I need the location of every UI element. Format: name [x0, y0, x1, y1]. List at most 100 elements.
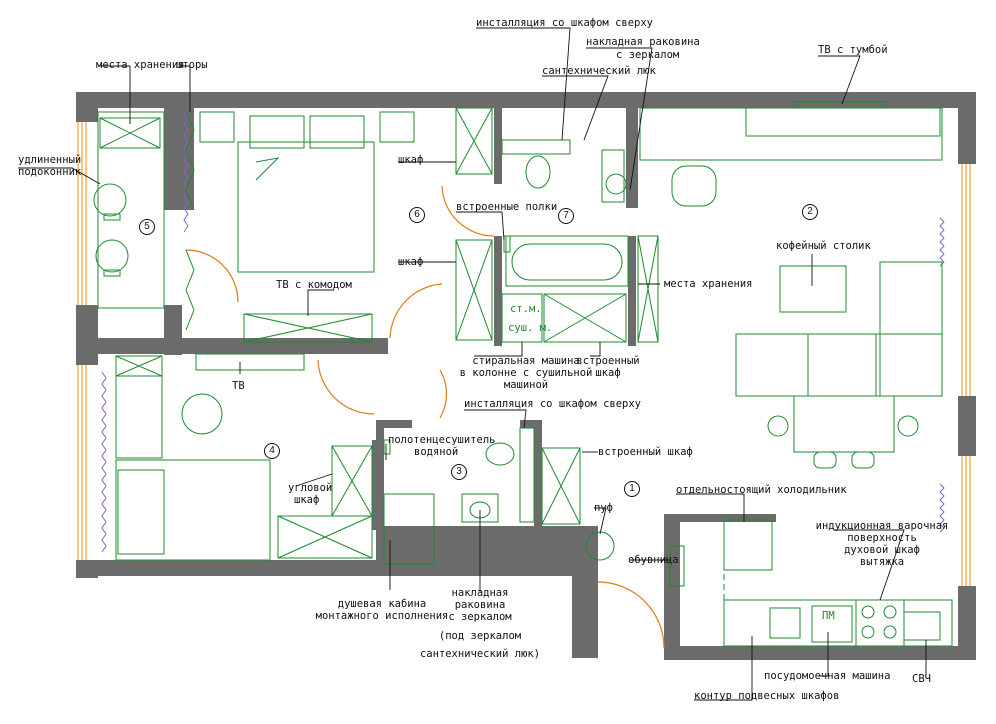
- wall-right-bot: [958, 586, 976, 658]
- leader-lines: [18, 27, 927, 701]
- room-number-5: 5: [139, 219, 155, 235]
- room-number-7: 7: [558, 208, 574, 224]
- builtin-wardrobe-hall: [541, 447, 581, 525]
- wall-bottom-right: [664, 646, 976, 660]
- wardrobe-zigzag: [185, 111, 195, 211]
- nightstand-1: [199, 111, 235, 143]
- label-sink-bot-2: раковина: [454, 599, 506, 611]
- tv-b4: [195, 353, 305, 371]
- label-wardrobe-2: шкаф: [398, 256, 424, 268]
- wall-b6-b7-low: [494, 236, 502, 346]
- label-sink-top-1: накладная раковина: [586, 36, 700, 48]
- builtin-wardrobe-b7: [543, 293, 627, 343]
- toilet-b3: [485, 442, 515, 466]
- wall-top: [76, 92, 976, 108]
- label-builtin-wardrobe-1: встроенный: [576, 355, 640, 367]
- label-shower-1: душевая кабина: [337, 598, 427, 610]
- chair-loggia-1: [93, 183, 127, 217]
- dining-table: [793, 395, 895, 453]
- armchair-living: [671, 165, 717, 207]
- fridge: [723, 519, 773, 571]
- label-fridge: отдельностоящий холодильник: [676, 484, 847, 496]
- sink-b7: [605, 173, 627, 195]
- label-storage-mid: места хранения: [664, 278, 753, 290]
- door-bedroom-4: [317, 359, 375, 415]
- coffee-table: [779, 265, 847, 313]
- builtin-shelves: [503, 235, 511, 253]
- wall-left-top: [76, 92, 98, 122]
- wall-kitchen-left: [664, 514, 680, 660]
- door-loggia: [185, 249, 239, 303]
- wall-b3-right: [534, 420, 542, 526]
- dishwasher: [811, 605, 853, 643]
- towel-warmer: [383, 439, 391, 455]
- label-hob-2: поверхность: [847, 532, 917, 544]
- label-towel-1: полотенцесушитель: [388, 434, 496, 446]
- label-install-top: инсталляция со шкафом сверху: [476, 17, 654, 29]
- door-bathroom-7: [441, 185, 495, 237]
- label-dishwasher: посудомоечная машина: [764, 670, 891, 682]
- label-pouf: пуф: [594, 502, 613, 514]
- label-coffee-table: кофейный столик: [776, 240, 871, 252]
- pillow-1: [249, 115, 305, 149]
- label-sill-2: подоконник: [18, 166, 82, 178]
- install-b7: [501, 139, 571, 155]
- label-washer-2: в колонне с сушильной: [459, 367, 593, 379]
- wall-kitchen-top: [664, 514, 776, 522]
- label-hob-1: индукционная варочная: [815, 520, 949, 532]
- microwave: [903, 611, 941, 641]
- label-microwave: СВЧ: [912, 673, 931, 685]
- window-right-top: [961, 164, 971, 396]
- wall-bedrooms: [98, 338, 388, 354]
- shower-cabin: [383, 493, 435, 565]
- label-tv: ТВ: [232, 380, 245, 392]
- washer-column: [501, 293, 543, 343]
- window-left-top: [77, 122, 87, 305]
- wardrobe-b6-top: [455, 107, 493, 175]
- label-shower-2: монтажного исполнения: [315, 610, 449, 622]
- wall-b3-top2: [520, 420, 538, 428]
- label-hob-3: духовой шкаф: [844, 544, 920, 556]
- wall-bath-bottom: [378, 526, 598, 576]
- label-hatch-top: сантехнический люк: [542, 65, 656, 77]
- curtain-living-bottom: [939, 483, 945, 533]
- wall-b7-right-2: [628, 236, 636, 346]
- door-entrance: [597, 581, 665, 649]
- pillow-2: [309, 115, 365, 149]
- wardrobe-b6-mid: [455, 239, 493, 341]
- wall-b3-top: [376, 420, 412, 428]
- label-cabinets-outline: контур подвесных шкафов: [694, 690, 840, 702]
- label-corner-2: шкаф: [294, 494, 320, 506]
- storage-mid: [637, 235, 659, 343]
- label-dryer-abbr: суш. м.: [508, 322, 553, 334]
- label-curtains: шторы: [176, 59, 208, 71]
- furniture: [93, 101, 953, 647]
- kitchen-counter: [723, 599, 953, 647]
- wall-bottom-left: [76, 560, 380, 576]
- label-washer-abbr: ст.м.: [510, 303, 542, 315]
- label-builtin-wardrobe-2: шкаф: [595, 367, 621, 379]
- curtain-living-top: [939, 217, 945, 267]
- bed-4: [115, 459, 271, 561]
- cabinet-outline: [723, 519, 772, 600]
- label-builtin-wardrobe-hall: встроенный шкаф: [598, 446, 693, 458]
- nightstand-2: [379, 111, 415, 143]
- windows: [77, 122, 971, 586]
- wall-b4-right: [372, 440, 382, 530]
- label-pm: ПМ: [822, 610, 835, 622]
- desk-b4: [115, 355, 163, 459]
- label-shoe-rack: обувница: [628, 554, 679, 566]
- chair-loggia-2: [95, 239, 129, 273]
- wall-right-top: [958, 92, 976, 164]
- label-hob-4: вытяжка: [859, 556, 905, 568]
- tv-bar: [793, 101, 887, 109]
- window-right-bottom: [961, 456, 971, 586]
- wall-b7-right-1: [626, 108, 638, 208]
- door-bedroom-6: [389, 283, 443, 339]
- doors: [185, 185, 665, 649]
- label-sink-bot-5: сантехнический люк): [419, 648, 541, 660]
- chair-b4: [181, 393, 223, 435]
- wall-bottom-hall: [572, 526, 598, 658]
